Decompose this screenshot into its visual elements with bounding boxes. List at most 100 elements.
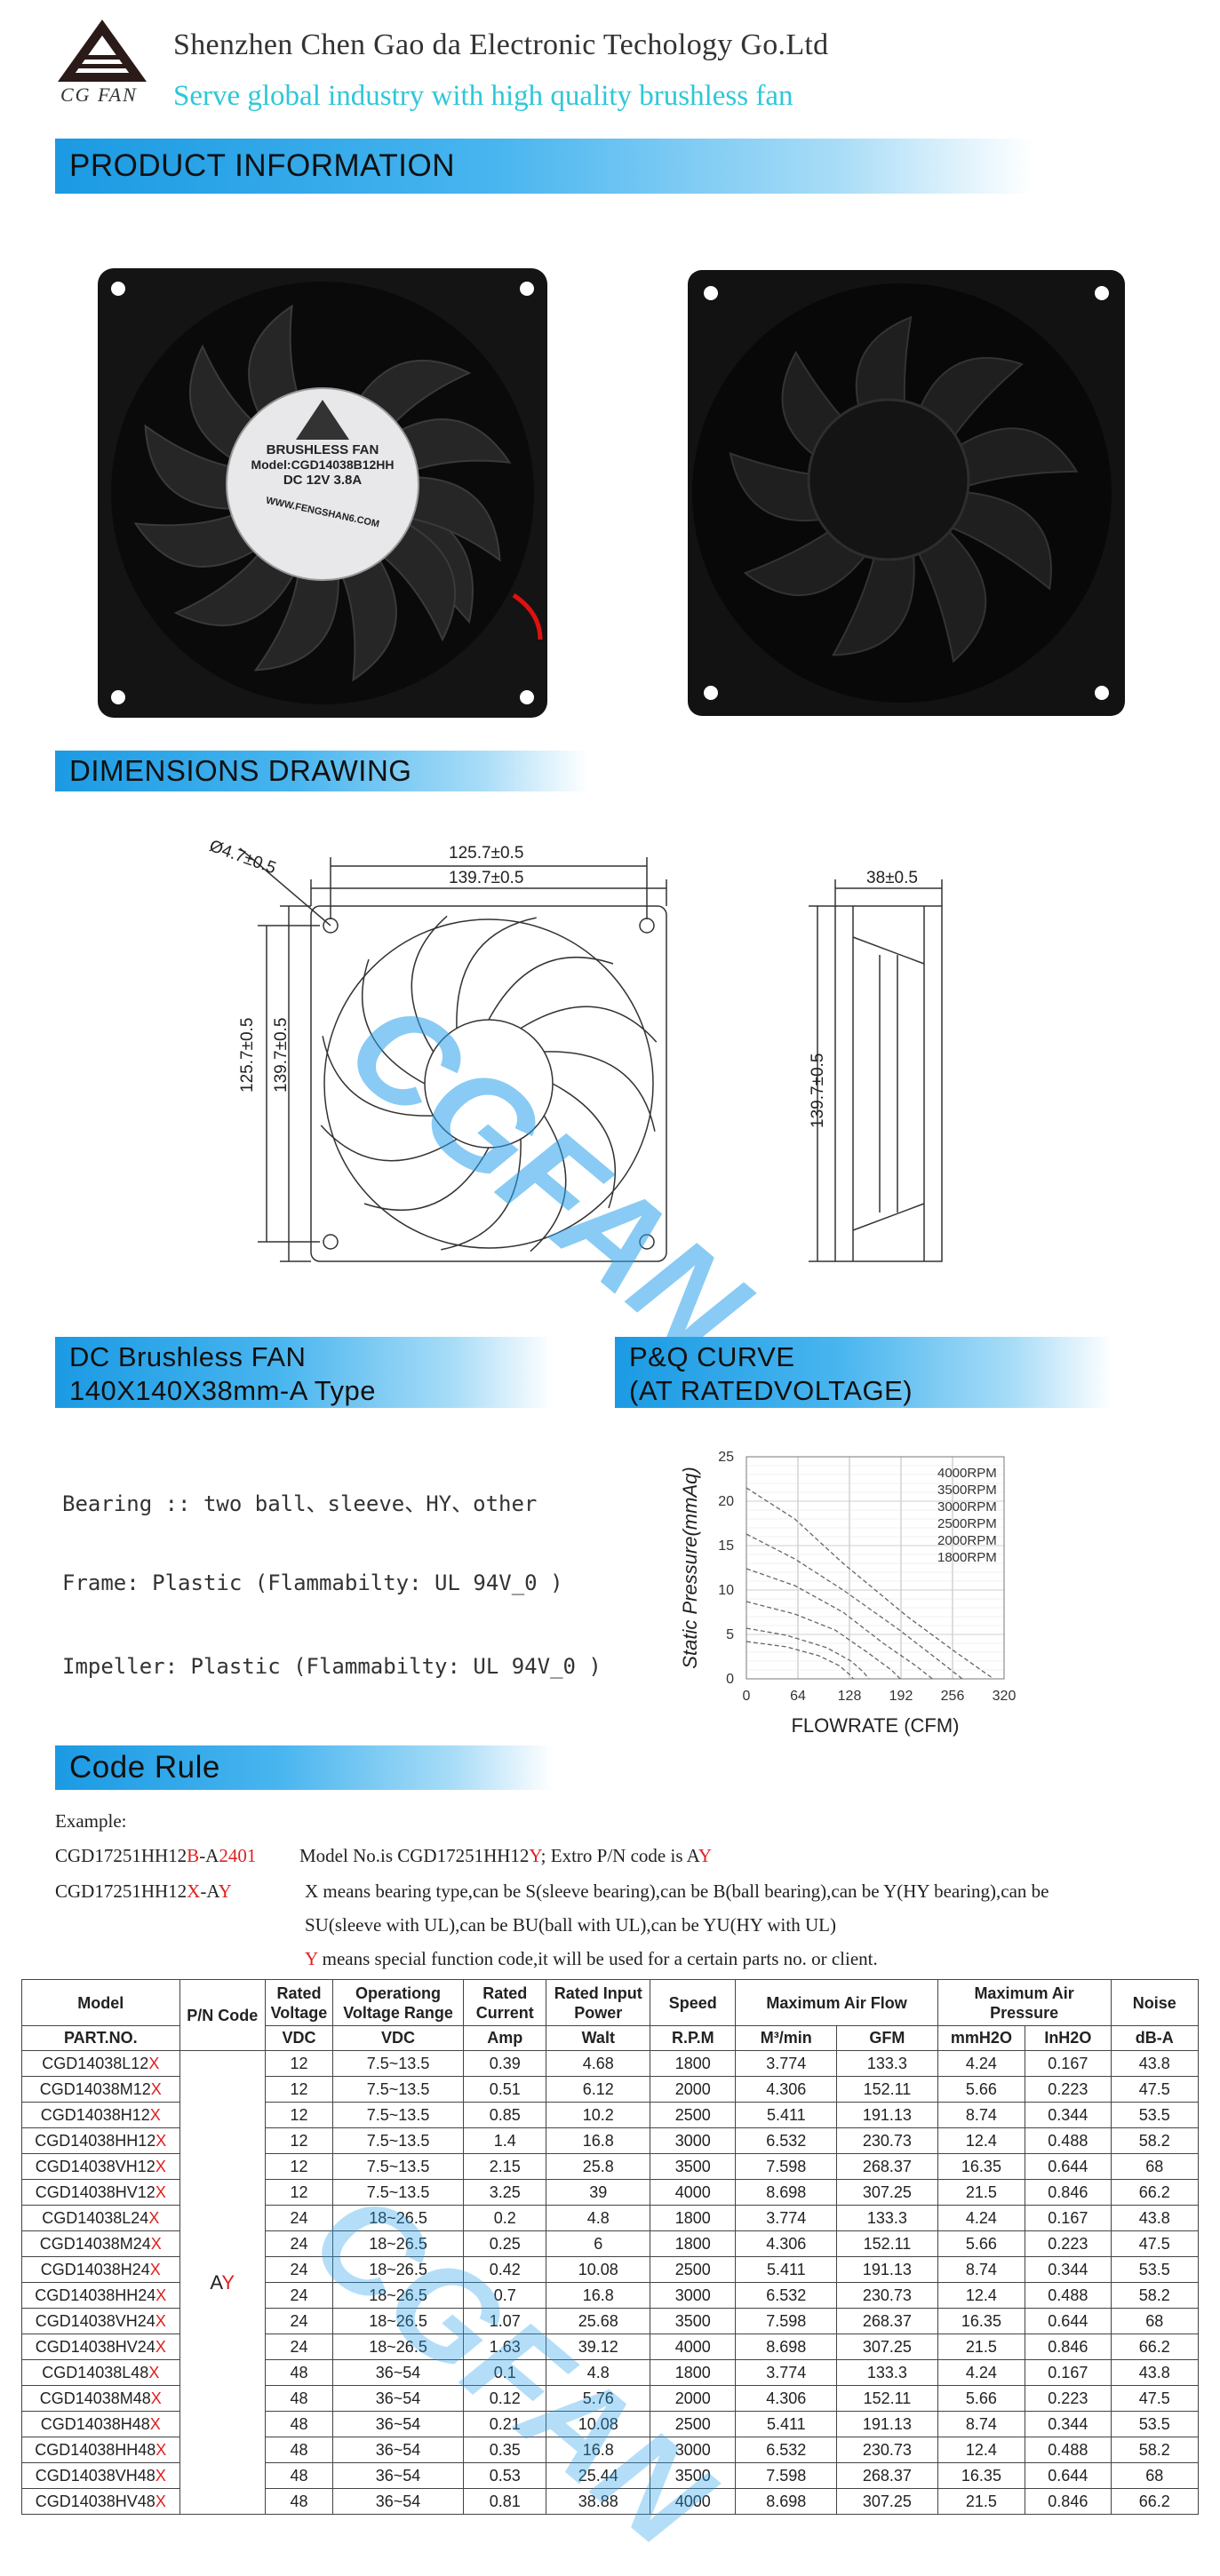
fan-back-photo: [684, 266, 1128, 720]
cell-watt: 10.2: [546, 2102, 651, 2128]
cell-amp: 0.42: [463, 2256, 547, 2283]
model-suffix: X: [155, 2131, 167, 2150]
code-text-red: Y: [529, 1845, 541, 1866]
code-text: ; Extro P/N code is A: [540, 1845, 698, 1866]
pq-title: P&Q CURVE: [629, 1341, 795, 1372]
cell-inh: 0.223: [1025, 2385, 1112, 2412]
model-suffix: X: [150, 2234, 162, 2253]
cell-rpm: 2500: [650, 2256, 737, 2283]
cell-rpm: 1800: [650, 2359, 737, 2386]
cell-m3: 6.532: [735, 2127, 838, 2154]
cell-watt: 6: [546, 2230, 651, 2257]
cell-v: 12: [264, 2050, 334, 2077]
fan-label-line1: BRUSHLESS FAN: [266, 442, 379, 457]
code-y-description: Y means special function code,it will be…: [305, 1948, 878, 1970]
cell-db: 58.2: [1110, 2437, 1200, 2463]
cell-rpm: 2500: [650, 2411, 737, 2437]
cell-v: 48: [264, 2462, 334, 2489]
cell-amp: 0.39: [463, 2050, 547, 2077]
cell-range: 7.5~13.5: [331, 2127, 465, 2154]
model-cell: CGD14038HV48X: [21, 2488, 180, 2515]
cell-cfm: 268.37: [836, 2462, 938, 2489]
pq-subtitle: (AT RATEDVOLTAGE): [629, 1375, 913, 1406]
logo-text: CG FAN: [60, 83, 138, 106]
cell-v: 12: [264, 2153, 334, 2180]
section-title: DIMENSIONS DRAWING: [69, 754, 412, 787]
code-x-description: X means bearing type,can be S(sleeve bea…: [305, 1880, 1049, 1902]
company-name: Shenzhen Chen Gao da Electronic Techolog…: [173, 28, 829, 61]
model-number: CGD14038H12: [40, 2105, 150, 2124]
cell-inh: 0.223: [1025, 2230, 1112, 2257]
section-dimensions-drawing: DIMENSIONS DRAWING: [55, 751, 588, 791]
code-text: Model No.is CGD17251HH12: [299, 1845, 530, 1866]
unit-cell: PART.NO.: [21, 2025, 180, 2051]
model-cell: CGD14038M12X: [21, 2076, 180, 2103]
cell-m3: 3.774: [735, 2050, 838, 2077]
cell-db: 53.5: [1110, 2102, 1200, 2128]
model-cell: CGD14038HV12X: [21, 2179, 180, 2206]
section-product-information: PRODUCT INFORMATION: [55, 139, 1033, 194]
model-number: CGD14038VH12: [35, 2157, 155, 2175]
cell-db: 68: [1110, 2153, 1200, 2180]
cell-m3: 7.598: [735, 2462, 838, 2489]
cell-m3: 3.774: [735, 2205, 838, 2231]
section-code-rule: Code Rule: [55, 1745, 553, 1790]
model-number: CGD14038HV12: [35, 2182, 155, 2201]
cell-cfm: 152.11: [836, 2385, 938, 2412]
cell-rpm: 4000: [650, 2334, 737, 2360]
cell-mm: 21.5: [937, 2179, 1026, 2206]
cell-inh: 0.223: [1025, 2076, 1112, 2103]
cell-watt: 16.8: [546, 2282, 651, 2309]
cell-inh: 0.344: [1025, 2256, 1112, 2283]
model-suffix: X: [155, 2337, 166, 2356]
cell-inh: 0.846: [1025, 2179, 1112, 2206]
y-tick-label: 25: [718, 1450, 734, 1465]
cell-db: 43.8: [1110, 2050, 1200, 2077]
cell-watt: 10.08: [546, 2411, 651, 2437]
cell-watt: 4.68: [546, 2050, 651, 2077]
cell-m3: 5.411: [735, 2411, 838, 2437]
cell-range: 18~26.5: [331, 2230, 465, 2257]
model-cell: CGD14038H48X: [21, 2411, 180, 2437]
model-suffix: X: [155, 2492, 166, 2510]
header-cell: Model: [21, 1979, 180, 2026]
cell-cfm: 133.3: [836, 2050, 938, 2077]
cell-range: 18~26.5: [331, 2334, 465, 2360]
code-part: CGD17251HH12: [55, 1880, 187, 1902]
cell-amp: 3.25: [463, 2179, 547, 2206]
dim-width-inner: 125.7±0.5: [449, 844, 524, 863]
model-cell: CGD14038HH12X: [21, 2127, 180, 2154]
code-example-1: CGD17251HH12B-A2401: [55, 1845, 256, 1867]
unit-cell: VDC: [331, 2025, 465, 2051]
unit-cell: R.P.M: [650, 2025, 737, 2051]
cell-watt: 16.8: [546, 2127, 651, 2154]
cell-cfm: 307.25: [836, 2334, 938, 2360]
header-cell: Maximum Air Flow: [735, 1979, 938, 2026]
model-suffix: X: [155, 2311, 166, 2330]
cell-m3: 6.532: [735, 2282, 838, 2309]
legend-label: 1800RPM: [937, 1550, 997, 1565]
cell-amp: 0.1: [463, 2359, 547, 2386]
cell-range: 36~54: [331, 2359, 465, 2386]
cell-inh: 0.167: [1025, 2050, 1112, 2077]
model-suffix: X: [149, 2105, 161, 2124]
section-title: PRODUCT INFORMATION: [69, 148, 456, 183]
cell-db: 68: [1110, 2462, 1200, 2489]
cell-mm: 16.35: [937, 2462, 1026, 2489]
model-number: CGD14038L48: [42, 2363, 149, 2381]
series-line: [746, 1533, 963, 1680]
pn-code-a: A: [210, 2270, 222, 2294]
cell-inh: 0.167: [1025, 2359, 1112, 2386]
y-tick-label: 0: [726, 1672, 734, 1687]
unit-cell: VDC: [264, 2025, 334, 2051]
cell-m3: 8.698: [735, 2179, 838, 2206]
model-cell: CGD14038M24X: [21, 2230, 180, 2257]
model-cell: CGD14038VH48X: [21, 2462, 180, 2489]
code-x-description-2: SU(sleeve with UL),can be BU(ball with U…: [305, 1914, 836, 1936]
model-suffix: X: [148, 2054, 160, 2072]
code-part: CGD17251HH12: [55, 1845, 187, 1866]
